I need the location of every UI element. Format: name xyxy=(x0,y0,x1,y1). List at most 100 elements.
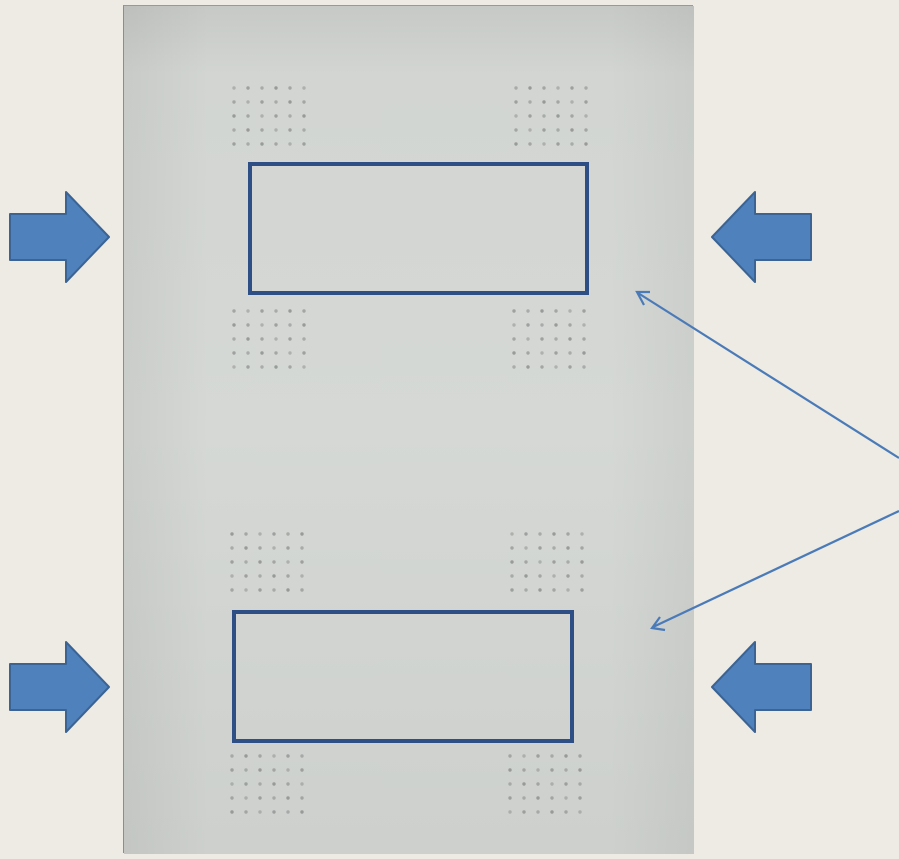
dot xyxy=(540,351,544,355)
dot xyxy=(552,588,556,592)
dot xyxy=(258,588,262,592)
dot xyxy=(528,86,532,90)
dot xyxy=(274,142,278,146)
dot xyxy=(578,796,582,800)
dot xyxy=(232,86,236,90)
dot xyxy=(300,782,304,786)
dot xyxy=(230,532,234,536)
dot xyxy=(260,365,264,369)
dot xyxy=(564,782,568,786)
dot xyxy=(564,796,568,800)
dot xyxy=(274,100,278,104)
dot xyxy=(524,560,528,564)
dot xyxy=(512,309,516,313)
dot xyxy=(244,546,248,550)
dot xyxy=(288,142,292,146)
dot xyxy=(286,768,290,772)
dot xyxy=(258,532,262,536)
dot xyxy=(300,754,304,758)
dot xyxy=(230,768,234,772)
dot xyxy=(508,796,512,800)
dot xyxy=(524,574,528,578)
dot xyxy=(288,114,292,118)
dot xyxy=(510,588,514,592)
dot xyxy=(584,128,588,132)
dot xyxy=(508,782,512,786)
dot xyxy=(232,351,236,355)
dot xyxy=(260,114,264,118)
dot xyxy=(246,309,250,313)
dot xyxy=(526,337,530,341)
dot xyxy=(272,532,276,536)
dot xyxy=(508,768,512,772)
dot xyxy=(512,351,516,355)
dot xyxy=(232,142,236,146)
dot xyxy=(286,782,290,786)
dot xyxy=(302,337,306,341)
dot xyxy=(510,546,514,550)
dot xyxy=(538,560,542,564)
dot xyxy=(260,351,264,355)
dot xyxy=(522,796,526,800)
dot xyxy=(288,323,292,327)
dot xyxy=(536,768,540,772)
dot xyxy=(540,365,544,369)
dot xyxy=(258,796,262,800)
dot xyxy=(300,546,304,550)
dot xyxy=(564,810,568,814)
dot xyxy=(286,532,290,536)
dot xyxy=(300,796,304,800)
dot xyxy=(552,574,556,578)
dot xyxy=(528,142,532,146)
dot xyxy=(302,351,306,355)
dot xyxy=(582,365,586,369)
dot-grid-icon xyxy=(230,754,304,814)
dot xyxy=(538,588,542,592)
dot xyxy=(232,114,236,118)
dot xyxy=(260,86,264,90)
dot-grid-icon xyxy=(512,309,586,369)
dot xyxy=(522,768,526,772)
dot xyxy=(526,351,530,355)
dot xyxy=(514,86,518,90)
pointer-arrowhead-top xyxy=(635,290,650,306)
dot xyxy=(286,560,290,564)
dot xyxy=(578,782,582,786)
dot xyxy=(244,574,248,578)
dot xyxy=(272,782,276,786)
dot xyxy=(232,337,236,341)
dot xyxy=(568,365,572,369)
dot xyxy=(274,323,278,327)
dot xyxy=(554,337,558,341)
dot xyxy=(260,323,264,327)
dot xyxy=(510,532,514,536)
dot xyxy=(302,323,306,327)
dot xyxy=(564,768,568,772)
panel-shading xyxy=(124,6,694,854)
dot xyxy=(540,337,544,341)
dot xyxy=(232,323,236,327)
dot xyxy=(258,574,262,578)
dot xyxy=(554,323,558,327)
dot xyxy=(286,546,290,550)
dot xyxy=(528,100,532,104)
dot xyxy=(272,754,276,758)
dot-grid-icon xyxy=(510,532,584,592)
dot xyxy=(246,351,250,355)
dot xyxy=(258,560,262,564)
dot xyxy=(512,337,516,341)
dot xyxy=(522,754,526,758)
dot xyxy=(272,546,276,550)
dot xyxy=(538,574,542,578)
dot-grid-icon xyxy=(514,86,588,146)
dot xyxy=(584,142,588,146)
dot xyxy=(526,323,530,327)
dot xyxy=(272,560,276,564)
dot xyxy=(272,768,276,772)
dot xyxy=(514,114,518,118)
left-arrow-icon xyxy=(711,191,812,283)
dot xyxy=(514,142,518,146)
dot xyxy=(550,810,554,814)
dot xyxy=(232,128,236,132)
dot xyxy=(584,114,588,118)
